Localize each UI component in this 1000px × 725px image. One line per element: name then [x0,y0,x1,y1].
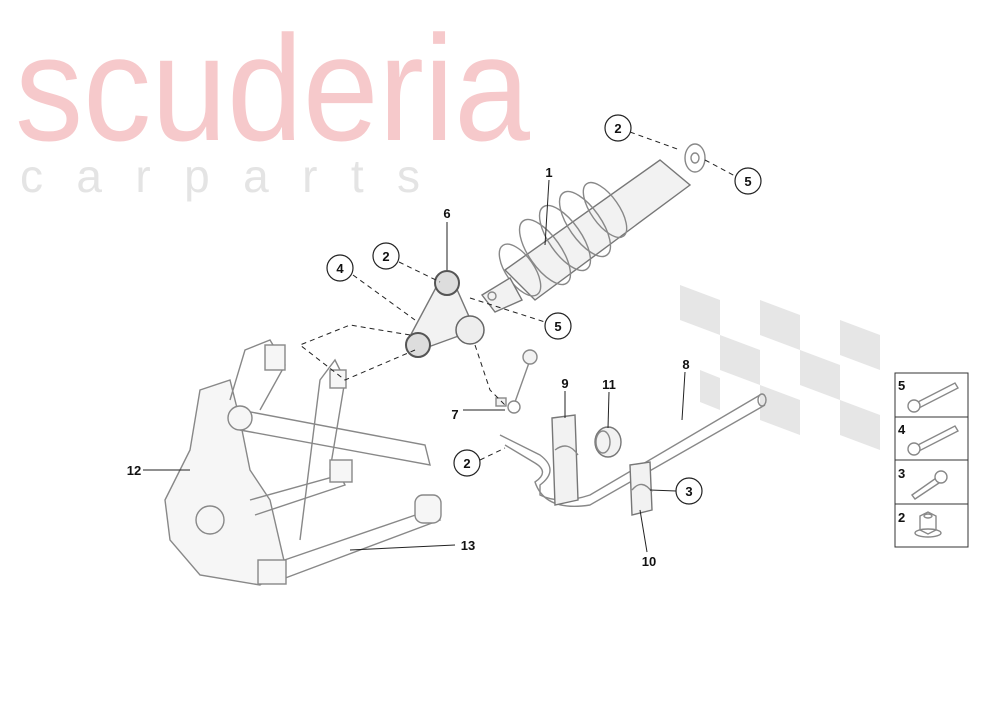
callout-circle [675,477,703,505]
callout-2-mount: 2 [382,249,389,264]
legend-number: 4 [898,422,906,437]
fastener-legend: 5 4 3 2 [894,372,969,548]
bracket [629,461,653,516]
clamp [551,414,579,506]
callout-circle [604,114,632,142]
callout-circle [453,449,481,477]
callout-circle [326,254,354,282]
watermark-main: scuderia [15,4,531,172]
shock-absorber [480,143,706,313]
callout-9: 9 [561,376,568,391]
checkered-flag-icon [680,285,880,450]
flange-nut-icon [914,511,942,538]
upper-mount [405,270,485,358]
suspension-assembly [164,339,442,586]
callout-8: 8 [682,357,689,372]
callout-circle [372,242,400,270]
callout-6: 6 [443,206,450,221]
callout-2-bar: 2 [463,456,470,471]
callout-5-top: 5 [744,174,751,189]
watermark: scuderia c a r p a r t s [15,4,880,450]
callout-13: 13 [461,538,475,553]
callout-7: 7 [451,407,458,422]
legend-number: 2 [898,510,905,525]
bushing [594,426,622,458]
callout-2-top: 2 [614,121,621,136]
callout-4: 4 [336,261,344,276]
leader-lines [143,131,736,553]
callout-3: 3 [685,484,692,499]
callout-11: 11 [602,377,616,392]
watermark-sub: c a r p a r t s [20,150,420,202]
callout-1: 1 [545,165,552,180]
drop-link [495,349,538,414]
callout-circle [544,312,572,340]
callout-12: 12 [127,463,141,478]
callout-10: 10 [642,554,656,569]
callout-circle [734,167,762,195]
short-screw-icon [911,470,948,500]
legend-number: 3 [898,466,905,481]
callouts: 1 2 5 6 2 4 5 7 9 11 8 2 3 10 12 13 [127,114,762,569]
callout-5-mount: 5 [554,319,561,334]
legend-number: 5 [898,378,905,393]
long-flange-bolt-icon [907,382,959,413]
long-flange-bolt-icon [907,425,959,456]
